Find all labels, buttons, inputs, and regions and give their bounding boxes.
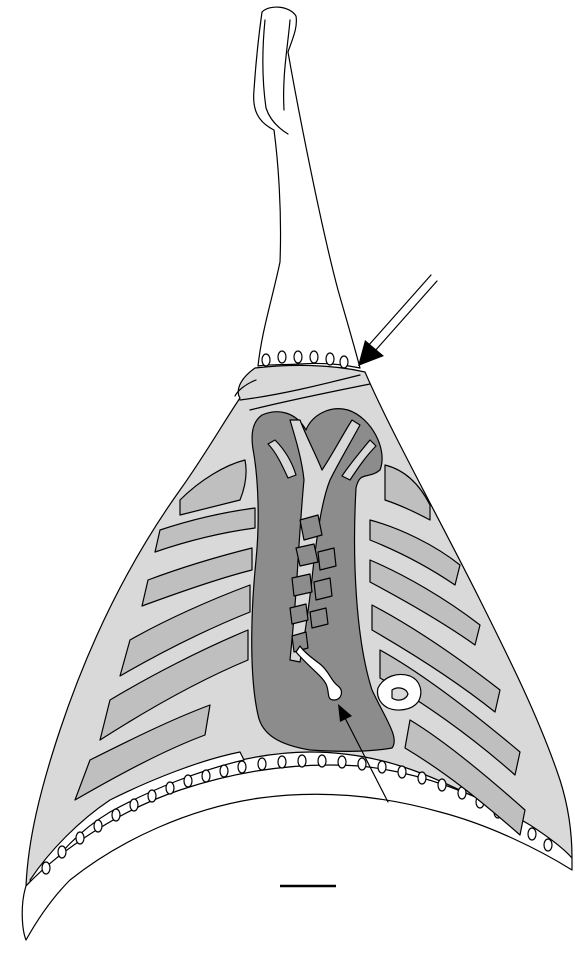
upper-process [254,7,360,368]
segment-2 [296,544,318,566]
right-mass [377,675,420,711]
segment-7 [310,608,328,628]
segment-3 [318,548,336,570]
segment-5 [314,578,332,600]
segment-4 [292,574,312,596]
double-arrow-annotation [358,275,437,366]
segment-1 [300,515,322,540]
segment-6 [290,604,308,624]
